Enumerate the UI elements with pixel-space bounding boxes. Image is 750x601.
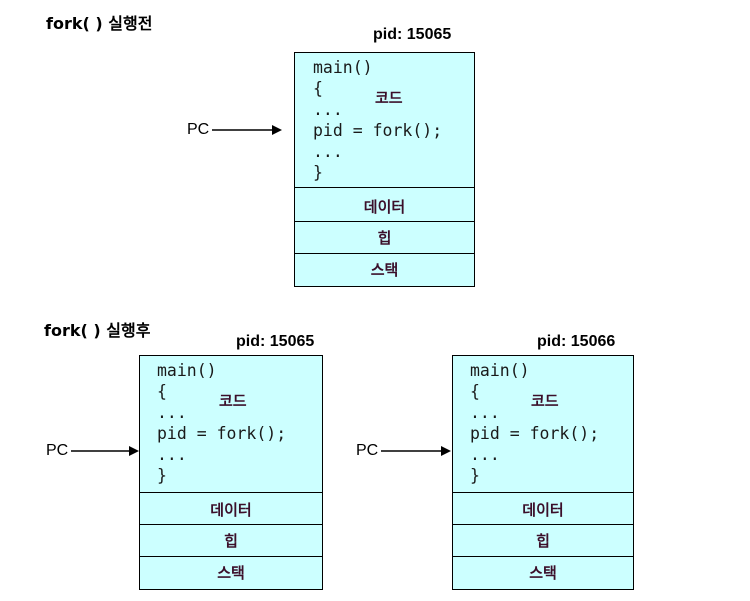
segment-divider <box>453 524 633 525</box>
segment-divider <box>295 221 474 222</box>
process-memory-child: main() { ... pid = fork(); ... } 코드 데이터 … <box>452 355 634 590</box>
stack-segment-label-child: 스택 <box>529 564 557 582</box>
data-segment-label-before: 데이터 <box>363 198 406 216</box>
code-line: pid = fork(); <box>470 424 600 443</box>
stack-segment-label-parent: 스택 <box>217 564 245 582</box>
pid-label-before: pid: 15065 <box>373 26 452 43</box>
pc-label-before: PC <box>187 121 210 138</box>
process-memory-before: main() { ... pid = fork(); ... } 코드 데이터 … <box>294 52 475 287</box>
code-line: } <box>313 163 323 182</box>
code-listing-before: main() { ... pid = fork(); ... } <box>313 57 442 183</box>
stack-segment-label-before: 스택 <box>370 261 399 279</box>
code-line: main() <box>157 361 217 380</box>
code-line: ... <box>157 403 187 422</box>
heap-segment-label-parent: 힙 <box>224 532 238 550</box>
heap-segment-label-child: 힙 <box>536 532 550 550</box>
pid-label-parent: pid: 15065 <box>236 333 315 350</box>
after-section-title: fork( ) 실행후 <box>44 321 151 340</box>
segment-divider <box>295 253 474 254</box>
code-line: main() <box>313 58 373 77</box>
code-segment-label-child: 코드 <box>531 392 559 410</box>
code-listing-parent: main() { ... pid = fork(); ... } <box>157 360 286 486</box>
code-line: ... <box>470 403 500 422</box>
code-line: ... <box>470 445 500 464</box>
code-line: } <box>157 466 167 485</box>
code-line: { <box>157 382 167 401</box>
data-segment-label-parent: 데이터 <box>210 501 252 519</box>
code-line: pid = fork(); <box>157 424 287 443</box>
pc-label-parent: PC <box>46 442 69 459</box>
pc-label-child: PC <box>356 442 379 459</box>
code-listing-child: main() { ... pid = fork(); ... } <box>470 360 599 486</box>
segment-divider <box>140 492 322 493</box>
segment-divider <box>295 187 474 188</box>
segment-divider <box>453 492 633 493</box>
code-line: { <box>313 79 323 98</box>
code-line: pid = fork(); <box>313 121 443 140</box>
code-line: main() <box>470 361 530 380</box>
code-line: } <box>470 466 480 485</box>
code-segment-label-before: 코드 <box>375 89 403 107</box>
before-section-title: fork( ) 실행전 <box>46 14 153 33</box>
code-line: ... <box>157 445 187 464</box>
process-memory-parent: main() { ... pid = fork(); ... } 코드 데이터 … <box>139 355 323 590</box>
data-segment-label-child: 데이터 <box>522 501 564 519</box>
segment-divider <box>140 556 322 557</box>
heap-segment-label-before: 힙 <box>377 229 392 247</box>
code-line: ... <box>313 142 343 161</box>
segment-divider <box>453 556 633 557</box>
pid-label-child: pid: 15066 <box>537 333 616 350</box>
code-line: ... <box>313 100 343 119</box>
code-segment-label-parent: 코드 <box>219 392 247 410</box>
code-line: { <box>470 382 480 401</box>
segment-divider <box>140 524 322 525</box>
